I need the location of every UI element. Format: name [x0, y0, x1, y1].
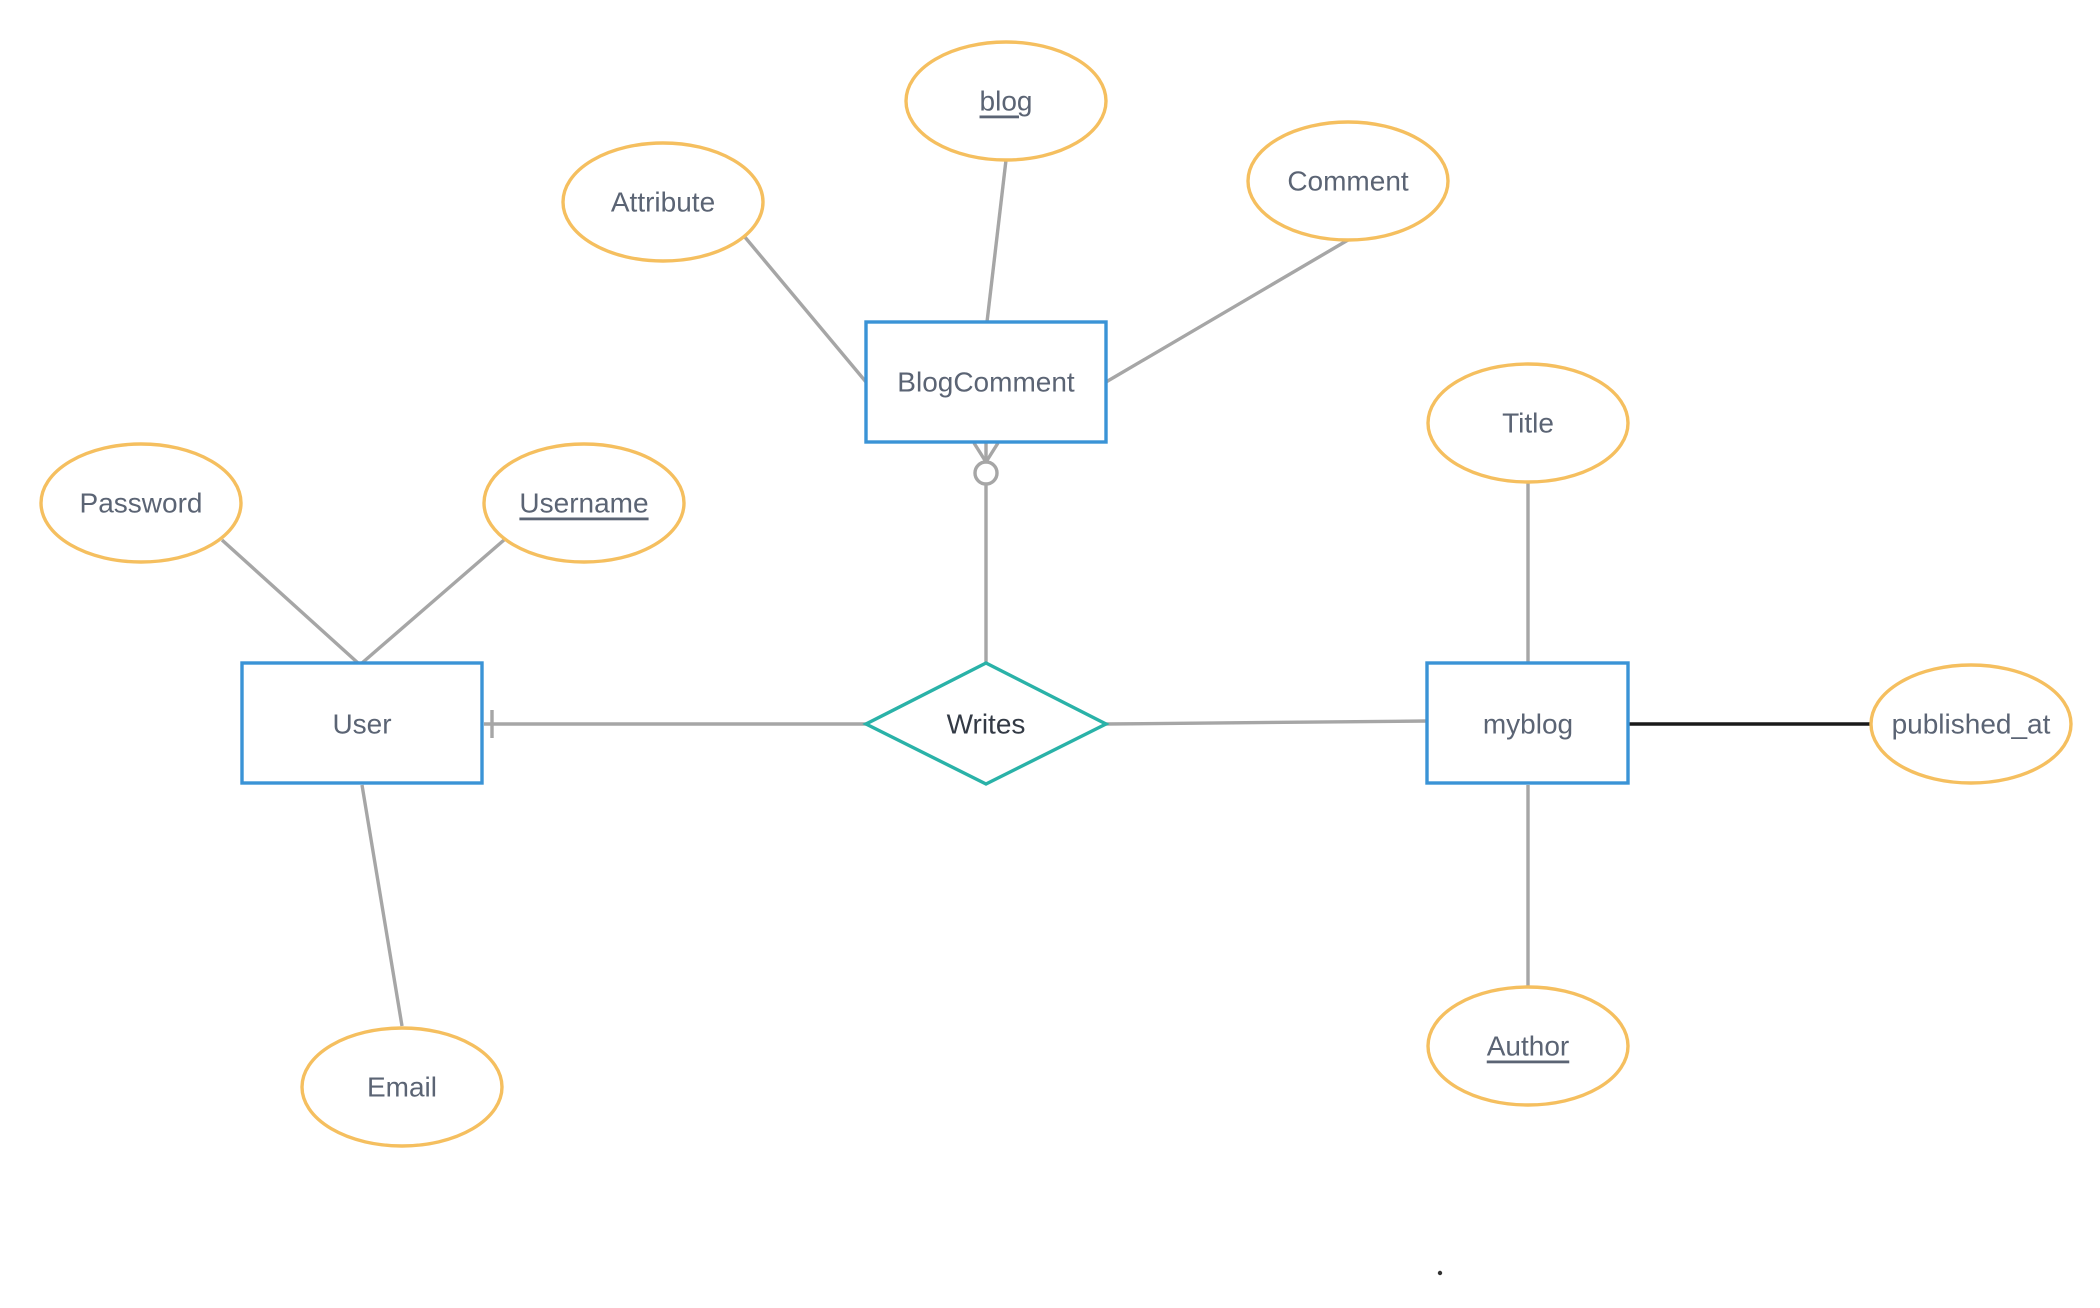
attribute-attribute[interactable]: Attribute	[561, 141, 765, 263]
attribute-title-label: Title	[1502, 408, 1554, 439]
attribute-password-label: Password	[80, 488, 203, 519]
attribute-blog-label: blog	[980, 86, 1033, 117]
attribute-attribute-label: Attribute	[611, 187, 715, 218]
connector-comment-blogcomment	[1105, 238, 1349, 384]
attribute-comment[interactable]: Comment	[1246, 120, 1450, 242]
connector-blog-blogcomment	[985, 159, 1008, 323]
attribute-blog[interactable]: blog	[904, 40, 1108, 162]
entity-blogcomment-label: BlogComment	[897, 367, 1075, 398]
connector-user-email	[360, 784, 404, 1027]
attribute-author-label: Author	[1487, 1031, 1570, 1062]
attribute-email[interactable]: Email	[300, 1026, 504, 1148]
connector-password-user	[220, 538, 360, 665]
attribute-username-label: Username	[519, 488, 648, 519]
attribute-password[interactable]: Password	[39, 442, 243, 564]
attribute-published-at-label: published_at	[1892, 709, 2051, 740]
entity-user-label: User	[332, 709, 391, 740]
connectors	[220, 159, 1872, 1027]
attribute-title[interactable]: Title	[1426, 362, 1630, 484]
attribute-published-at[interactable]: published_at	[1869, 663, 2073, 785]
entity-myblog-label: myblog	[1483, 709, 1573, 740]
connector-username-user	[360, 538, 506, 665]
attribute-email-label: Email	[367, 1072, 437, 1103]
attribute-comment-label: Comment	[1287, 166, 1409, 197]
relationship-writes-label: Writes	[947, 709, 1026, 740]
attribute-username[interactable]: Username	[482, 442, 686, 564]
connector-attribute-blogcomment	[742, 234, 868, 384]
relationship-writes[interactable]: Writes	[862, 661, 1110, 786]
connector-writes-myblog	[1105, 719, 1428, 726]
entity-myblog[interactable]: myblog	[1425, 661, 1630, 785]
entity-blogcomment[interactable]: BlogComment	[864, 320, 1108, 444]
crow-foot-icon	[972, 442, 1000, 486]
stray-dot	[1437, 1270, 1443, 1276]
entity-user[interactable]: User	[240, 661, 484, 785]
attribute-author[interactable]: Author	[1426, 985, 1630, 1107]
